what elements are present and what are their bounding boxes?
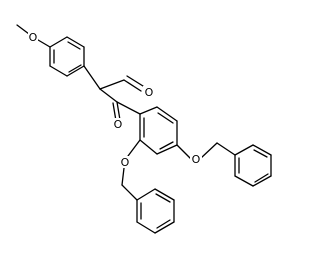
- atom-o-ether-para: O: [192, 153, 201, 166]
- bond-cho-o: [123, 79, 142, 92]
- bond-ring3-inner-c: [253, 149, 268, 158]
- bond-co-ring2: [116, 101, 141, 115]
- bond-ring3-5: [252, 144, 272, 156]
- bond-ring1-2: [49, 65, 68, 77]
- bond-ring4-5: [154, 188, 175, 201]
- bond-ring1-ch: [83, 65, 101, 90]
- bond-co-o: [116, 101, 121, 121]
- bond-ring2-inner-b: [159, 141, 174, 150]
- bond-ring4-6: [136, 188, 156, 201]
- bond-ring4-2: [136, 221, 156, 234]
- bond-ring2-3: [156, 144, 178, 155]
- atom-o-ether-ortho: O: [121, 156, 130, 169]
- bonds: [16, 24, 272, 234]
- chemical-structure-diagram: O O O O O: [16, 24, 272, 234]
- bond-ring3-2: [234, 175, 254, 187]
- bond-ring2-o-ortho: [127, 139, 141, 157]
- bond-ring3-3: [252, 175, 272, 187]
- bond-ring1-3: [66, 65, 85, 77]
- bond-ring4-inner-b: [156, 219, 171, 229]
- bond-ring4-3: [154, 221, 175, 234]
- bond-ring2-6: [139, 106, 158, 115]
- atom-o-ketone: O: [114, 118, 123, 131]
- bond-o-ch2-ortho: [121, 167, 125, 186]
- bond-ch-co: [99, 88, 118, 103]
- bond-ring3-6: [234, 144, 254, 156]
- bond-ring2-2: [139, 139, 158, 155]
- bond-ring2-5: [156, 106, 178, 122]
- bond-ring3-inner-b: [254, 173, 269, 183]
- bond-ring2-o-para: [176, 144, 192, 160]
- atom-o-aldehyde: O: [145, 86, 154, 99]
- bond-ring1-6: [49, 36, 68, 48]
- bond-ch2-ring3: [216, 142, 236, 156]
- bond-ring1-inner-b: [68, 64, 82, 73]
- atom-o-methoxy: O: [29, 31, 38, 44]
- bond-ring1-inner-c: [67, 41, 81, 50]
- bond-o-ch2-para: [200, 142, 218, 159]
- bond-cho-o-double: [126, 75, 144, 87]
- atom-labels: O O O O O: [28, 31, 202, 169]
- bond-ch2-ring4: [121, 184, 138, 201]
- bond-ch-cho: [99, 79, 125, 90]
- bond-ring2-inner-c: [157, 112, 174, 124]
- bond-ring1-5: [66, 36, 85, 48]
- bond-ring4-inner-c: [155, 193, 171, 203]
